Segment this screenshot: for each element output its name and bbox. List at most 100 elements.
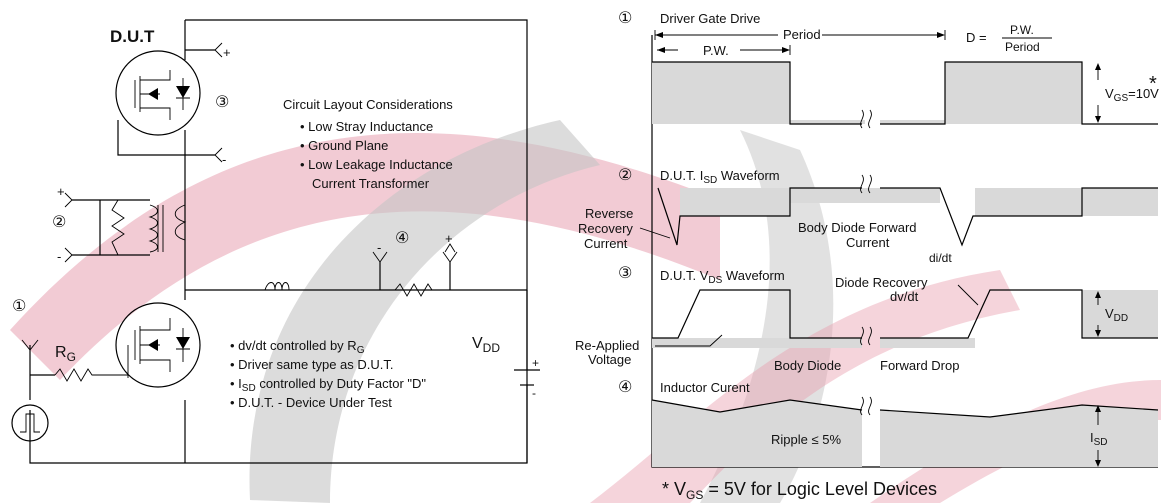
gate-resistor <box>54 368 128 382</box>
vgs-label: VGS=10V <box>1105 86 1159 104</box>
w2-break <box>860 174 872 194</box>
marker-2-wave: ② <box>618 167 632 184</box>
w2-shade-4 <box>1082 188 1158 216</box>
body-diode-label: Body Diode <box>774 358 841 373</box>
layout-item-3: • Low Leakage Inductance <box>300 157 453 172</box>
w3-waveform <box>652 289 1158 339</box>
forward-drop-label: Forward Drop <box>880 358 959 373</box>
mosfet-top-diode-leads <box>176 78 190 110</box>
wire-gate-short <box>117 120 185 156</box>
minus-shunt: - <box>377 240 381 255</box>
pulse-symbol <box>20 413 40 433</box>
marker-2-circuit: ② <box>52 214 66 231</box>
w1-title: Driver Gate Drive <box>660 11 760 26</box>
w2-title: D.U.T. ISD Waveform <box>660 168 780 186</box>
dvdt-leader <box>957 284 979 306</box>
isd-arrows <box>1095 405 1101 467</box>
diode-recovery-label: Diode Recovery <box>835 275 928 290</box>
mosfet-top-arrow <box>148 88 158 100</box>
w2-shade-3 <box>975 188 1082 216</box>
reapplied-label: Re-Applied <box>575 338 639 353</box>
vdd-wave-label: VDD <box>1105 306 1128 324</box>
marker-3-circuit: ③ <box>215 94 229 111</box>
w3-title: D.U.T. VDS Waveform <box>660 268 785 286</box>
plus-shunt: + <box>445 231 453 246</box>
note-3: • ISD controlled by Duty Factor "D" <box>230 376 426 394</box>
dvdt-label: dv/dt <box>890 289 919 304</box>
layout-item-1: • Low Stray Inductance <box>300 119 433 134</box>
w4-break <box>860 396 872 416</box>
ct-coil-left <box>148 204 158 253</box>
shunt-resistor <box>394 283 433 297</box>
body-diode-current-label: Current <box>846 235 890 250</box>
shunt-taps <box>379 262 451 290</box>
period-dimension <box>654 30 946 40</box>
shunt-probe-terminals <box>372 243 458 263</box>
w4-shade-1 <box>652 400 862 467</box>
ct-coil-right <box>174 204 187 241</box>
w2-shade-1 <box>680 188 790 216</box>
marker-1-circuit: ① <box>12 298 26 315</box>
mosfet-top <box>115 50 201 136</box>
layout-heading: Circuit Layout Considerations <box>283 97 453 112</box>
note-1: • dv/dt controlled by RG <box>230 338 365 356</box>
minus-ct: - <box>57 249 61 264</box>
w4-shade-2 <box>880 405 1158 467</box>
reapplied-leader <box>655 334 723 347</box>
mosfet-bottom-body <box>127 318 171 378</box>
marker-4-wave: ④ <box>618 379 632 396</box>
w3-shade-high <box>1082 290 1158 338</box>
terminal-ct-bottom <box>64 247 73 263</box>
note-2: • Driver same type as D.U.T. <box>230 357 394 372</box>
w1-waveform <box>652 61 1158 125</box>
battery-minus: - <box>532 386 536 400</box>
mosfet-bottom-arrow <box>148 339 158 351</box>
minus-mid: - <box>222 152 226 167</box>
w3-break <box>860 326 872 346</box>
footnote: * VGS = 5V for Logic Level Devices <box>662 479 937 502</box>
reverse-leader <box>639 227 671 239</box>
w1-low-shade <box>790 120 865 124</box>
gate-terminal <box>21 339 39 351</box>
w1-low-shade-2 <box>880 120 945 124</box>
vgs-arrows <box>1095 63 1101 123</box>
w1-break <box>860 109 872 129</box>
didt-label: di/dt <box>929 251 952 265</box>
recovery-label: Recovery <box>578 221 633 236</box>
voltage-label: Voltage <box>588 352 631 367</box>
vdd-circuit-label: VDD <box>472 335 500 355</box>
mosfet-bottom <box>115 302 201 388</box>
terminal-top <box>214 42 223 58</box>
duty-denominator: Period <box>1005 40 1040 54</box>
gate-wires <box>29 345 55 400</box>
w2-shade-2 <box>790 188 940 203</box>
duty-numerator: P.W. <box>1010 23 1034 37</box>
mosfet-bottom-diode-leads <box>176 328 190 362</box>
layout-item-2: • Ground Plane <box>300 138 388 153</box>
ct-resistor <box>111 199 125 256</box>
inductor <box>264 282 290 291</box>
w3-shade-low-2 <box>880 338 975 348</box>
mosfet-top-body <box>134 70 171 120</box>
w4-waveform <box>651 399 1159 418</box>
battery-plus: + <box>532 356 539 370</box>
terminal-mid <box>214 147 223 163</box>
w1-pulse-shade-2 <box>945 62 1082 124</box>
w2-waveform <box>657 187 1158 247</box>
duty-label: D = <box>966 30 987 45</box>
reverse-label: Reverse <box>585 206 633 221</box>
plus-top: + <box>223 45 231 60</box>
pw-label: P.W. <box>703 43 729 58</box>
circuit-schematic: D.U.T + - ③ ② ④ ① + - - + Circuit Layout… <box>11 19 540 464</box>
marker-4-circuit: ④ <box>395 230 409 247</box>
layout-item-4: Current Transformer <box>312 176 430 191</box>
watermark-red-arc <box>10 133 720 380</box>
watermark-gray-arc-left <box>249 120 600 503</box>
marker-1-wave: ① <box>618 10 632 27</box>
w1-pulse-shade-1 <box>652 62 790 124</box>
isd-label: ISD <box>1090 430 1108 448</box>
terminal-ct-top <box>64 192 73 208</box>
body-diode-forward-label: Body Diode Forward <box>798 220 917 235</box>
marker-3-wave: ③ <box>618 265 632 282</box>
